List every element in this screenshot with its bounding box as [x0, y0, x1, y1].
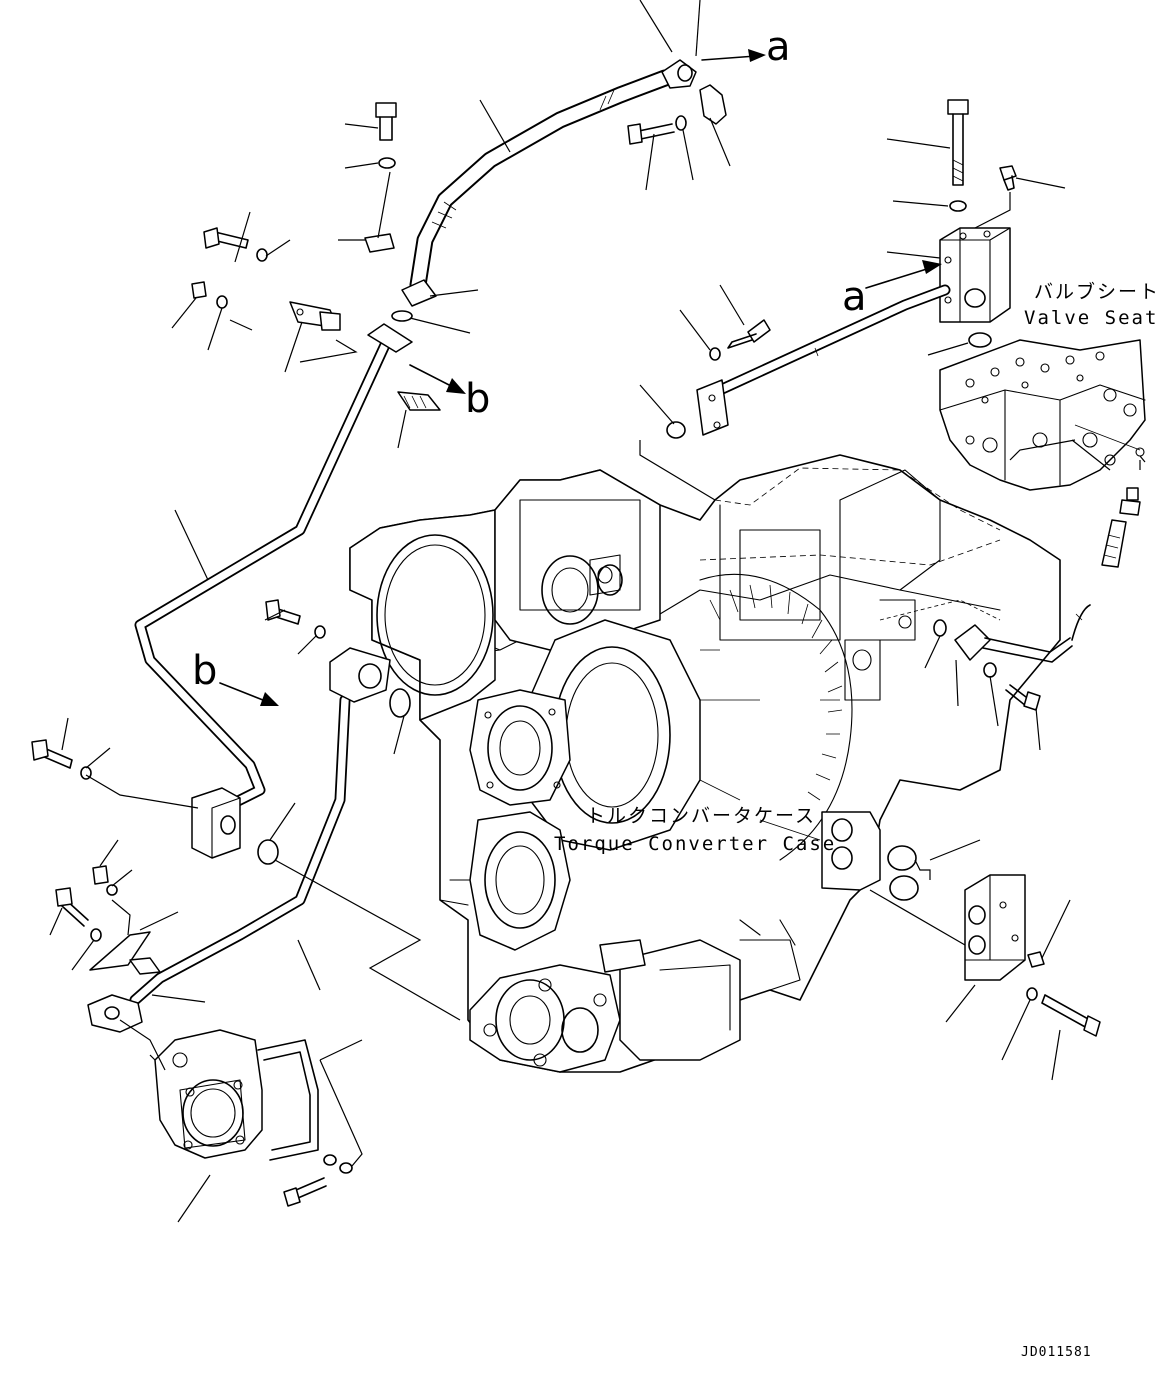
ref-label-b-top: b [465, 376, 490, 422]
filter-housing [154, 1029, 353, 1207]
hose-right [933, 487, 1141, 711]
upper-hose [364, 59, 727, 322]
torque-case-label-en: Torque Converter Case [554, 833, 836, 855]
text-labels: a a b b バルブシート Valve Seat トルクコンバータケース To… [192, 24, 1160, 1360]
bolts-top-right [709, 99, 1017, 361]
tube-b [55, 599, 411, 1033]
valve-block-lower [887, 845, 1101, 1037]
ref-label-b-left: b [192, 648, 217, 694]
valve-block-top [666, 227, 1011, 439]
ref-label-a-right: a [842, 274, 867, 320]
drawing-code: JD011581 [1021, 1345, 1092, 1360]
ref-label-a-top: a [766, 24, 791, 70]
torque-case-label-jp: トルクコンバータケース [586, 805, 816, 827]
valve-seat [939, 339, 1146, 491]
long-tube-left [31, 227, 441, 865]
torque-converter-case [349, 454, 1061, 1073]
reference-arrows [219, 49, 942, 706]
valve-seat-label-jp: バルブシート [1034, 280, 1160, 303]
leader-lines [49, 0, 1146, 1223]
valve-seat-label-en: Valve Seat [1024, 307, 1158, 329]
